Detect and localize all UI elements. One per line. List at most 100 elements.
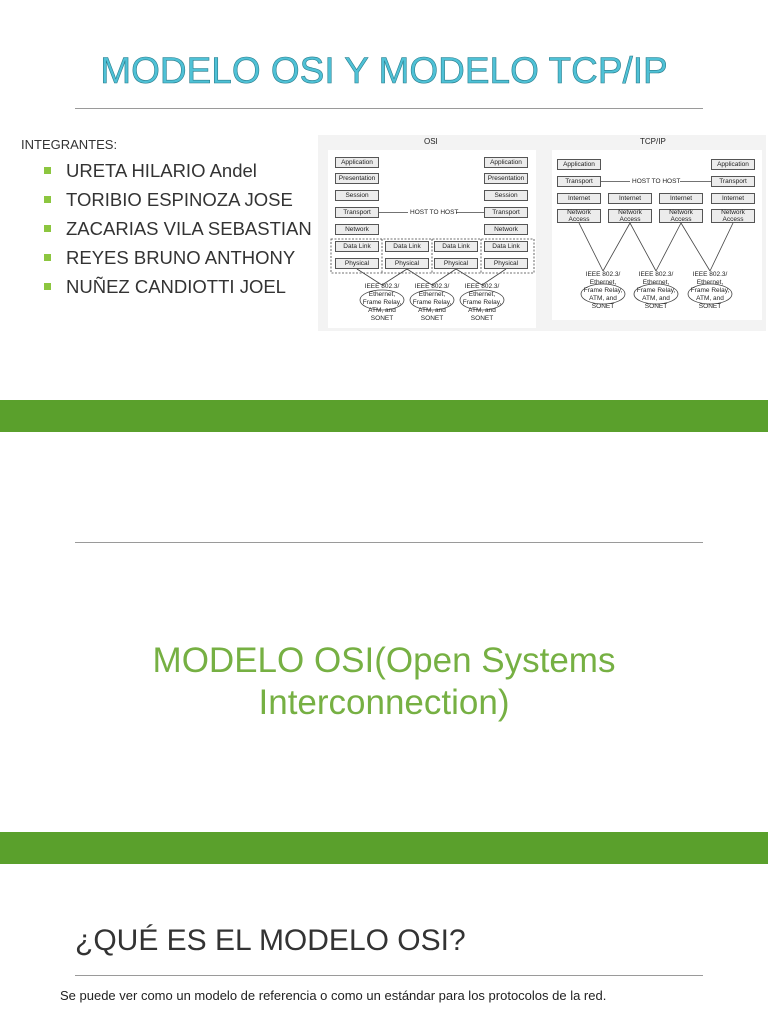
media-text-line: Frame Relay,: [462, 299, 502, 306]
network-cloud: [409, 289, 455, 311]
tcp-layer-left: Transport: [557, 176, 601, 187]
physical-link: [381, 268, 408, 286]
osi-layer-left: Transport: [335, 207, 379, 218]
media-text-line: Ethernet,: [368, 291, 396, 298]
square-bullet-icon: [44, 196, 51, 203]
member-name: URETA HILARIO Andel: [66, 160, 257, 181]
network-cloud: [359, 289, 405, 311]
osi-layer-right: Network: [484, 224, 528, 235]
media-text-line: ATM, and: [642, 295, 670, 302]
network-cloud: [580, 283, 626, 305]
title-divider: [75, 975, 703, 976]
osi-layer-right: Application: [484, 157, 528, 168]
media-text-line: SONET: [644, 303, 668, 310]
access-link: [578, 222, 604, 272]
osi-header: OSI: [424, 137, 438, 146]
member-item: URETA HILARIO Andel: [44, 156, 312, 185]
member-name: ZACARIAS VILA SEBASTIAN: [66, 218, 312, 239]
access-link: [655, 222, 682, 272]
physical-link: [356, 268, 383, 286]
osi-layer-left: Session: [335, 190, 379, 201]
tcp-layer-right: Application: [711, 159, 755, 170]
osi-layer-left: Network: [335, 224, 379, 235]
media-text-line: Frame Relay,: [412, 299, 452, 306]
media-text-line: ATM, and: [468, 307, 496, 314]
tcp-layer-left: Application: [557, 159, 601, 170]
physical-link: [481, 268, 507, 286]
osi-data-link: Data Link: [385, 241, 429, 252]
media-text-line: Ethernet,: [468, 291, 496, 298]
osi-dashed-group: [330, 238, 535, 274]
square-bullet-icon: [44, 225, 51, 232]
media-text-line: SONET: [470, 315, 494, 322]
osi-physical: Physical: [484, 258, 528, 269]
media-text-line: IEEE 802.3/: [692, 271, 728, 278]
osi-layer-right: Transport: [484, 207, 528, 218]
osi-host-to-host-label: HOST TO HOST: [410, 209, 459, 216]
media-text-line: IEEE 802.3/: [364, 283, 400, 290]
tcp-internet: Internet: [711, 193, 755, 204]
media-text-line: SONET: [370, 315, 394, 322]
physical-link: [406, 268, 433, 286]
network-cloud: [633, 283, 679, 305]
osi-physical: Physical: [335, 258, 379, 269]
slide-2: MODELO OSI(Open Systems Interconnection): [0, 432, 768, 832]
integrantes-label: INTEGRANTES:: [21, 137, 118, 152]
access-link: [680, 222, 711, 272]
tcp-internet: Internet: [608, 193, 652, 204]
tcp-network-access: Network Access: [711, 209, 755, 223]
access-link: [709, 222, 734, 272]
tcp-layer-right: Transport: [711, 176, 755, 187]
media-text-line: ATM, and: [696, 295, 724, 302]
tcpip-header: TCP/IP: [640, 137, 666, 146]
slide-1-title: MODELO OSI Y MODELO TCP/IP: [100, 50, 668, 92]
osi-physical: Physical: [385, 258, 429, 269]
media-text-line: IEEE 802.3/: [638, 271, 674, 278]
physical-link: [455, 268, 483, 286]
access-link: [602, 222, 631, 272]
tcp-network-access: Network Access: [659, 209, 703, 223]
osi-layer-left: Application: [335, 157, 379, 168]
media-text-line: ATM, and: [589, 295, 617, 302]
media-text-line: IEEE 802.3/: [414, 283, 450, 290]
media-text-line: SONET: [591, 303, 615, 310]
media-text-line: ATM, and: [418, 307, 446, 314]
media-text-line: IEEE 802.3/: [585, 271, 621, 278]
slide-3: ¿QUÉ ES EL MODELO OSI? Se puede ver como…: [0, 864, 768, 1024]
tcp-media-label: IEEE 802.3/Ethernet,Frame Relay,ATM, and…: [578, 271, 628, 311]
slide-1: MODELO OSI Y MODELO TCP/IP INTEGRANTES: …: [0, 0, 768, 400]
square-bullet-icon: [44, 283, 51, 290]
member-name: REYES BRUNO ANTHONY: [66, 247, 296, 268]
access-link: [629, 222, 657, 272]
square-bullet-icon: [44, 167, 51, 174]
network-cloud: [687, 283, 733, 305]
media-text-line: IEEE 802.3/: [464, 283, 500, 290]
member-item: NUÑEZ CANDIOTTI JOEL: [44, 272, 312, 301]
member-item: TORIBIO ESPINOZA JOSE: [44, 185, 312, 214]
title-divider: [75, 542, 703, 543]
tcp-media-label: IEEE 802.3/Ethernet,Frame Relay,ATM, and…: [631, 271, 681, 311]
member-name: NUÑEZ CANDIOTTI JOEL: [66, 276, 286, 297]
osi-layer-right: Presentation: [484, 173, 528, 184]
slide-2-title-line-1: MODELO OSI(Open Systems: [152, 641, 616, 680]
media-text-line: Frame Relay,: [636, 287, 676, 294]
media-text-line: SONET: [698, 303, 722, 310]
tcp-host-to-host-label: HOST TO HOST: [632, 178, 681, 185]
osi-data-link: Data Link: [434, 241, 478, 252]
osi-data-link: Data Link: [484, 241, 528, 252]
osi-layer-right: Session: [484, 190, 528, 201]
media-text-line: Frame Relay,: [362, 299, 402, 306]
members-list: URETA HILARIO Andel TORIBIO ESPINOZA JOS…: [44, 156, 312, 301]
media-text-line: Ethernet,: [696, 279, 724, 286]
media-text-line: Ethernet,: [642, 279, 670, 286]
media-text-line: Ethernet,: [589, 279, 617, 286]
member-item: REYES BRUNO ANTHONY: [44, 243, 312, 272]
square-bullet-icon: [44, 254, 51, 261]
media-text-line: Ethernet,: [418, 291, 446, 298]
network-cloud: [459, 289, 505, 311]
slide-3-body: Se puede ver como un modelo de referenci…: [60, 988, 607, 1003]
slide-2-title-line-2: Interconnection): [258, 683, 510, 722]
physical-link: [431, 268, 457, 286]
tcp-network-access: Network Access: [557, 209, 601, 223]
media-text-line: ATM, and: [368, 307, 396, 314]
